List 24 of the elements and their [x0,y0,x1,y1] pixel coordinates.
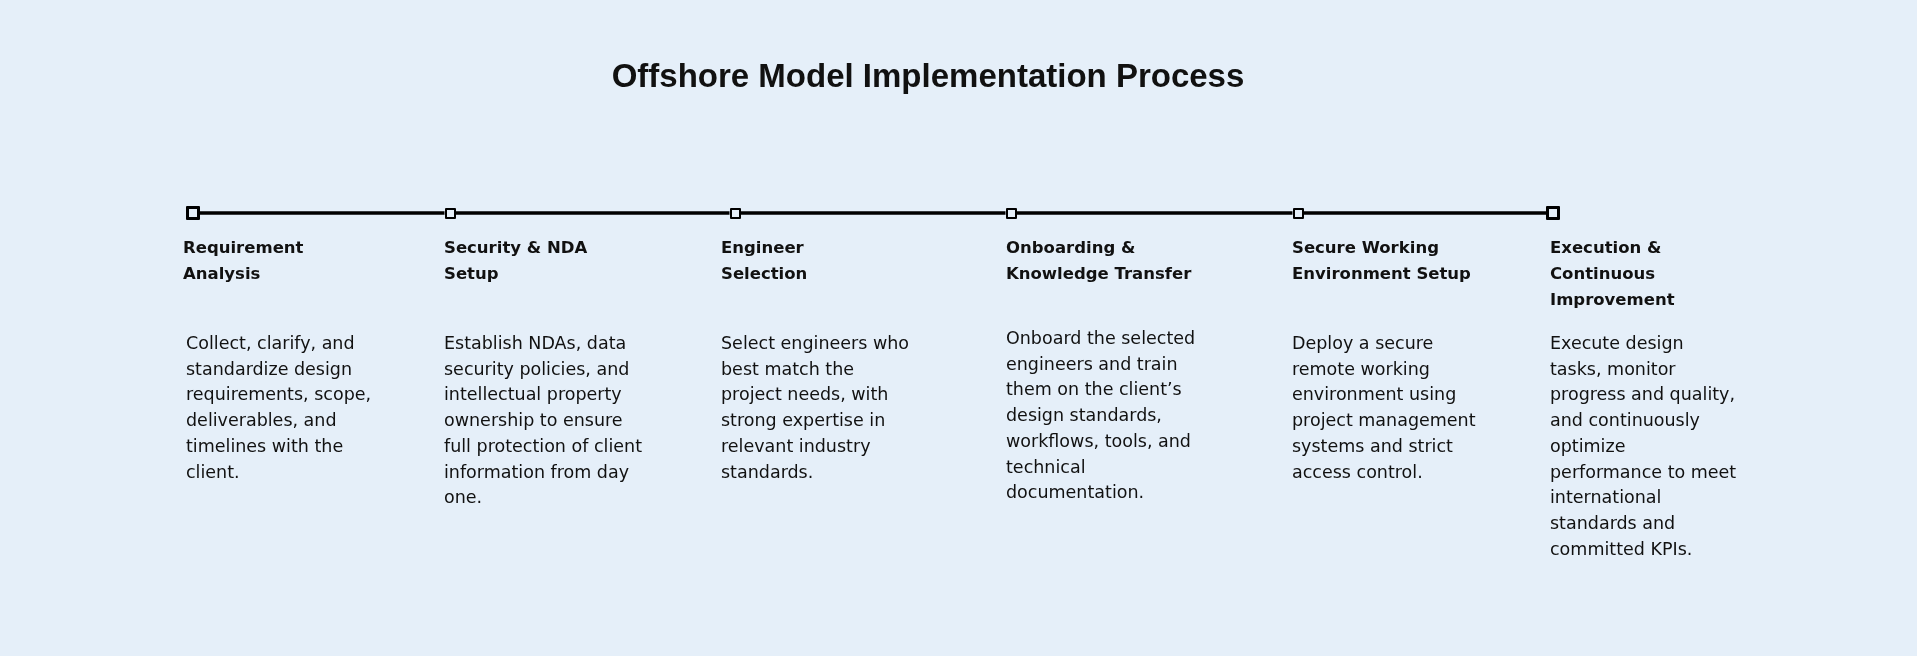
step-description: Deploy a secure remote working environment using project management systems and strict access control. [1292,332,1477,484]
step-description: Execute design tasks, monitor progress and quality, and continuously optimize performance to meet international standards and committed KPIs. [1550,332,1738,561]
step-description: Onboard the selected engineers and train them on the client’s design standards, workflows, tools, and technical documentation. [1006,327,1197,505]
timeline-connector [1016,211,1293,215]
diagram-title: Offshore Model Implementation Process [611,56,1245,96]
milestone-marker [729,207,741,219]
timeline-connector [1303,211,1546,215]
step-description: Establish NDAs, data security policies, and intellectual property ownership to ensure full protection of client information from day one. [444,332,643,510]
milestone-marker [1292,207,1304,219]
step-heading: Requirement Analysis [183,237,305,285]
step-description: Collect, clarify, and standardize design requirements, scope, deliverables, and timelines with the client. [186,332,373,484]
milestone-marker [1546,206,1560,220]
timeline-connector [455,211,730,215]
timeline-connector [740,211,1006,215]
step-heading: Security & NDA Setup [444,237,589,285]
milestone-marker [186,206,200,220]
step-heading: Execution & Continuous Improvement [1550,237,1676,311]
step-heading: Engineer Selection [721,237,809,285]
step-heading: Onboarding & Knowledge Transfer [1006,237,1193,285]
timeline-connector [200,211,445,215]
step-heading: Secure Working Environment Setup [1292,237,1472,285]
milestone-marker [444,207,456,219]
milestone-marker [1005,207,1017,219]
step-description: Select engineers who best match the project needs, with strong expertise in relevant industry standards. [721,332,910,484]
